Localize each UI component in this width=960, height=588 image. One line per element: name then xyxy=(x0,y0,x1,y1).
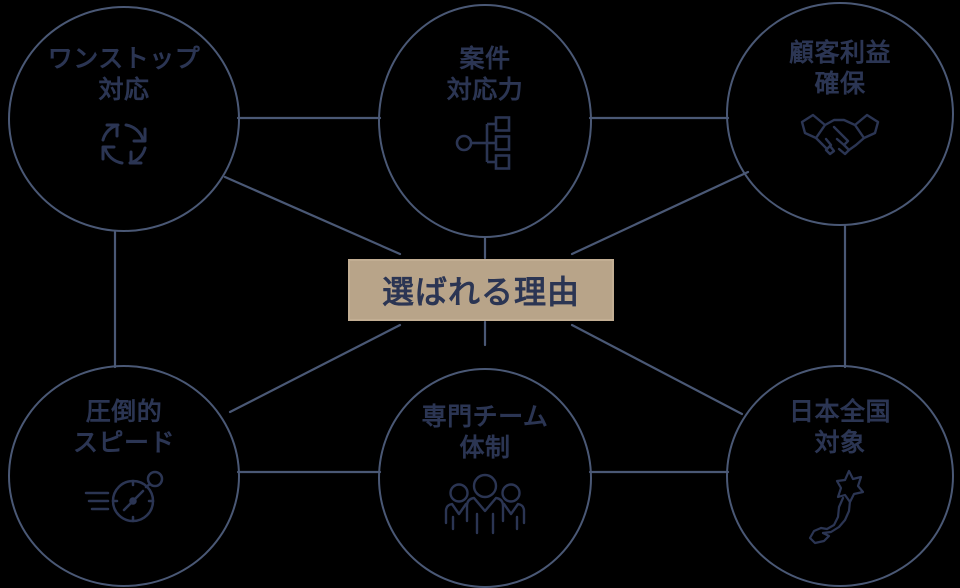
node-case-capability[interactable]: 案件対応力 xyxy=(378,4,592,238)
node-nationwide-label: 日本全国対象 xyxy=(788,397,891,457)
three-people-icon xyxy=(443,473,527,535)
handshake-icon xyxy=(798,109,882,161)
edge-onestop-hub xyxy=(223,175,402,256)
edge-speed-hub xyxy=(228,323,402,414)
node-one-stop[interactable]: ワンストップ対応 xyxy=(8,6,240,232)
hub-label: 選ばれる理由 xyxy=(381,273,580,311)
hub-selected-reason[interactable]: 選ばれる理由 xyxy=(348,259,614,321)
edge-benefit-hub xyxy=(570,170,750,256)
node-one-stop-label: ワンストップ対応 xyxy=(47,44,201,104)
node-case-capability-label: 案件対応力 xyxy=(446,44,524,104)
node-speed[interactable]: 圧倒的スピード xyxy=(8,365,240,587)
edge-nationwide-hub xyxy=(570,323,744,416)
stopwatch-icon xyxy=(76,468,172,524)
node-customer-benefit[interactable]: 顧客利益確保 xyxy=(726,2,954,226)
japan-map-icon xyxy=(805,468,875,546)
node-specialist-team-label: 専門チーム体制 xyxy=(421,402,549,462)
network-hierarchy-icon xyxy=(454,115,516,171)
node-speed-label: 圧倒的スピード xyxy=(72,397,175,457)
node-customer-benefit-label: 顧客利益確保 xyxy=(788,38,891,98)
node-nationwide[interactable]: 日本全国対象 xyxy=(726,365,954,587)
cycle-arrows-icon xyxy=(93,115,155,173)
node-specialist-team[interactable]: 専門チーム体制 xyxy=(378,368,592,588)
